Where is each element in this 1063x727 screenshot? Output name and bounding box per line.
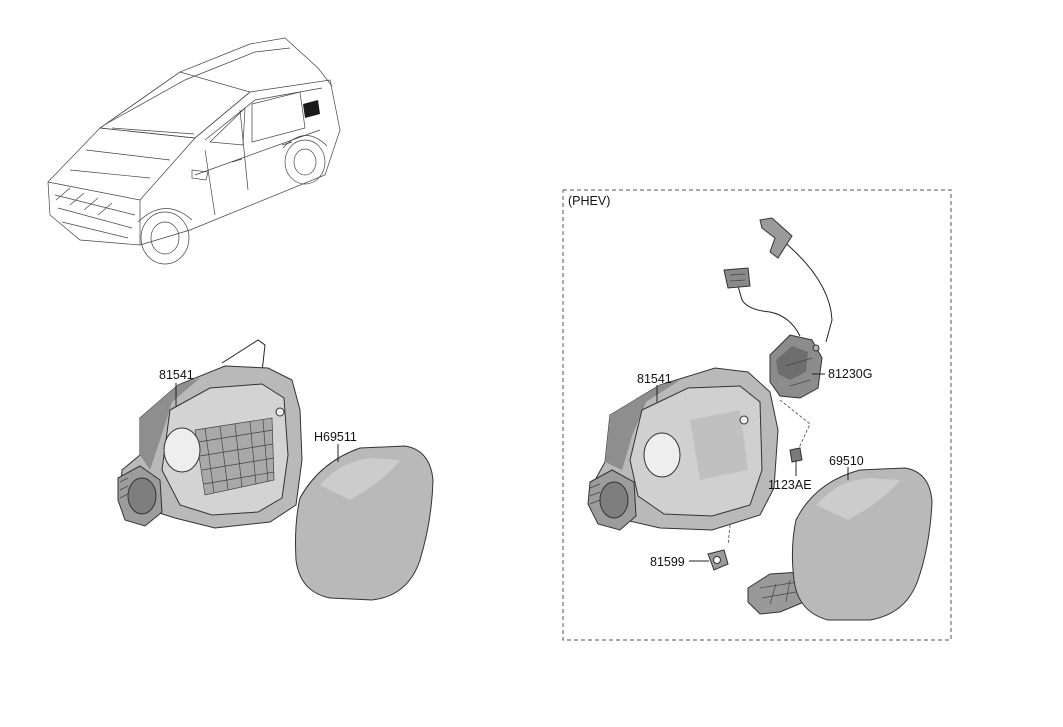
label-phev-housing: 81541 [637,372,672,386]
label-left-housing: 81541 [159,368,194,382]
release-cable [781,239,833,343]
label-left-door: H69511 [314,430,357,444]
phev-section-label: (PHEV) [568,194,610,208]
label-screw: 1123AE [768,478,812,492]
left-fuel-filler-housing [117,365,303,529]
left-fuel-door [295,445,434,601]
phev-fuel-filler-housing [587,367,779,531]
phev-section-frame [562,189,952,641]
phev-fuel-door [791,467,933,621]
fuel-door-location-marker [303,100,320,118]
wire-connector [723,267,751,289]
screw [789,447,803,468]
release-handle [759,217,793,259]
actuator-wire [737,285,801,337]
label-door: 69510 [829,454,864,468]
fuel-door-actuator [769,334,823,399]
label-seal: 81599 [650,555,685,569]
label-actuator: 81230G [828,367,872,381]
vehicle-illustration [47,37,341,265]
wire-connector-detail [729,273,746,282]
seal-ring [707,549,729,571]
